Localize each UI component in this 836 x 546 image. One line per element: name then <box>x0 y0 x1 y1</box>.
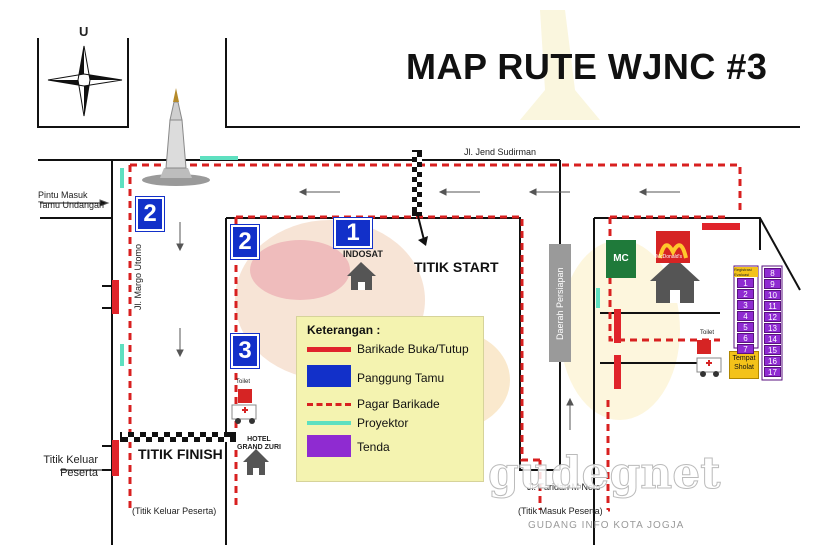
start-flag <box>412 150 428 246</box>
street-faridan-label: Jl. Faridan M Noto <box>527 482 601 492</box>
toilet-right-label: Toilet <box>700 330 715 336</box>
entrance-guest-label: Pintu Masuk Tamu Undangan <box>38 190 105 210</box>
toilet-left-label: Toilet <box>236 379 251 385</box>
building-icons <box>243 258 700 475</box>
north-label: U <box>79 24 89 39</box>
legend-swatch-projector <box>307 421 351 425</box>
watermark-subtitle: GUDANG INFO KOTA JOGJA <box>528 520 685 531</box>
finish-label: TITIK FINISH <box>138 446 223 462</box>
mc-box: MC <box>606 240 636 278</box>
indosat-label: INDOSAT <box>343 249 383 259</box>
legend-heading: Keterangan : <box>307 323 381 337</box>
legend-swatch-fence <box>307 403 351 406</box>
legend-swatch-tent <box>307 435 351 457</box>
watermark-logo: gudegnet <box>488 448 722 500</box>
stage-badge-2b: 2 <box>231 225 259 259</box>
tent-14: 14 <box>764 334 781 344</box>
map-title: MAP RUTE WJNC #3 <box>406 46 768 87</box>
tent-8: 8 <box>764 268 781 278</box>
barricade-fence <box>128 163 742 512</box>
hotel-label: HOTEL GRAND ZURI <box>237 436 281 451</box>
tent-11: 11 <box>764 301 781 311</box>
tent-10: 10 <box>764 290 781 300</box>
tent-1: 1 <box>737 278 754 288</box>
legend-swatch-barricade <box>307 347 351 352</box>
persiapan-label: Daerah Persiapan <box>555 267 565 340</box>
tent-17: 17 <box>764 367 781 377</box>
tent-12: 12 <box>764 312 781 322</box>
legend-label-tent: Tenda <box>357 440 390 454</box>
tent-13: 13 <box>764 323 781 333</box>
tent-6: 6 <box>737 333 754 343</box>
tent-5: 5 <box>737 322 754 332</box>
legend-swatch-stage <box>307 365 351 387</box>
projectors <box>120 156 600 366</box>
legend-label-projector: Proyektor <box>357 416 409 430</box>
tent-2: 2 <box>737 289 754 299</box>
stage-badge-1: 1 <box>334 218 372 248</box>
start-label: TITIK START <box>414 259 499 275</box>
tugu-monument-icon <box>142 88 210 186</box>
tent-7: 7 <box>737 344 754 354</box>
mcdonalds-label: McDonald's <box>656 254 682 260</box>
exit-participant-note: (Titik Keluar Peserta) <box>132 506 217 516</box>
legend-label-fence: Pagar Barikade <box>357 397 440 411</box>
legend: Keterangan : Barikade Buka/Tutup Panggun… <box>296 316 484 482</box>
exit-participant-label: Titik Keluar Peserta <box>43 454 98 479</box>
ambulance-icons <box>231 340 722 424</box>
persiapan-area <box>549 244 571 362</box>
legend-label-barricade: Barikade Buka/Tutup <box>357 342 469 356</box>
tent-4: 4 <box>737 311 754 321</box>
tent-16: 16 <box>764 356 781 366</box>
stage-badge-2a: 2 <box>136 197 164 231</box>
legend-label-stage: Panggung Tamu <box>357 371 445 385</box>
street-margo-utomo-label: Jl. Margo Utomo <box>133 243 143 310</box>
tent-9: 9 <box>764 279 781 289</box>
prayer-place: Tempat Sholat <box>729 351 759 379</box>
mcdonalds-logo-icon <box>656 231 690 263</box>
tent-15: 15 <box>764 345 781 355</box>
tent-block-right <box>761 265 783 381</box>
barricades-open-close <box>112 223 740 476</box>
registration-label: Registrasi Evaluasi <box>734 267 758 277</box>
direction-arrows <box>40 188 680 471</box>
stage-badge-3: 3 <box>231 334 259 368</box>
compass-icon <box>47 45 123 117</box>
finish-flag <box>120 432 236 442</box>
barricade-ticks <box>102 285 112 471</box>
street-sudirman-label: Jl. Jend Sudirman <box>464 147 537 157</box>
tent-3: 3 <box>737 300 754 310</box>
entry-participant-note: (Titik Masuk Peserta) <box>518 506 603 516</box>
